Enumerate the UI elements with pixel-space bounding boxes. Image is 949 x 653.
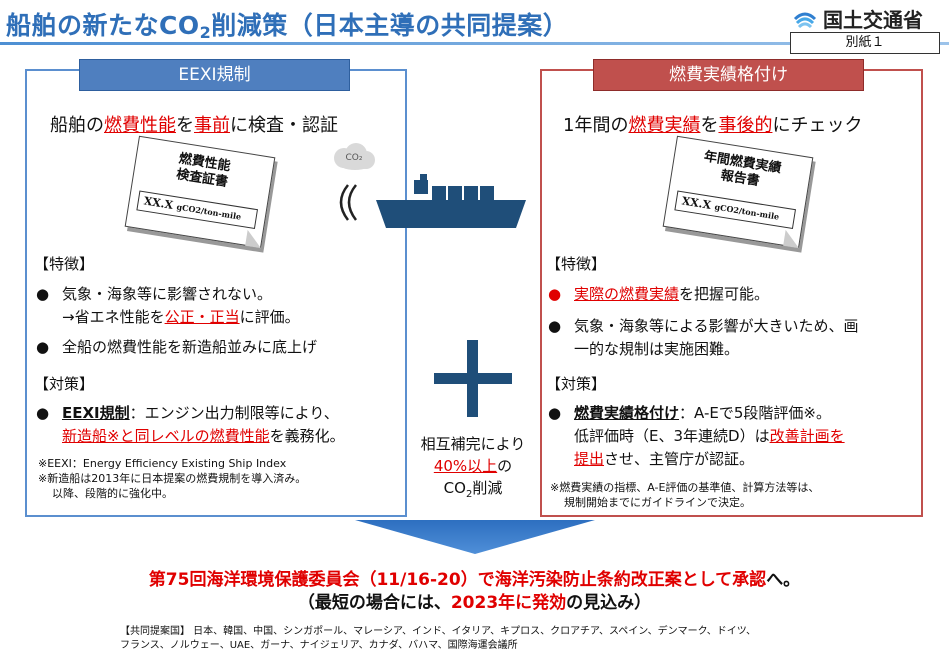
rating-feature-2: ●気象・海象等による影響が大きいため、画 一的な規制は実施困難。 <box>548 317 859 358</box>
ministry-logo: 国土交通省 <box>792 4 923 33</box>
title-underline <box>0 42 949 45</box>
rating-feature-1: ●実際の燃費実績を把握可能。 <box>548 285 770 303</box>
conclusion-line-2: （最短の場合には、2023年に発効の見込み） <box>297 593 652 613</box>
down-arrow-icon <box>355 520 595 554</box>
eexi-tab: EEXI規制 <box>79 59 350 91</box>
eexi-measures-label: 【対策】 <box>34 375 95 393</box>
conclusion-line-1: 第75回海洋環境保護委員会（11/16-20）で海洋汚染防止条約改正案として承認… <box>148 570 801 590</box>
eexi-features-label: 【特徴】 <box>34 255 95 273</box>
co2-cloud-icon <box>334 143 375 170</box>
emission-waves-icon <box>339 184 358 221</box>
combined-effect-text: 相互補完により 40%以上の CO2削減 <box>420 435 526 500</box>
co2-bubble-label: CO₂ <box>345 153 363 163</box>
rating-tab: 燃費実績格付け <box>593 59 864 91</box>
plus-icon-vertical <box>467 340 478 417</box>
rating-measures-label: 【対策】 <box>546 375 607 393</box>
rating-headline: 1年間の燃費実績を事後的にチェック <box>563 115 863 136</box>
page-title: 船舶の新たなCO2削減策（日本主導の共同提案） <box>6 11 569 42</box>
co-proposers-line-1: 【共同提案国】 日本、韓国、中国、シンガポール、マレーシア、インド、イタリア、キ… <box>120 626 756 637</box>
rating-note: ※燃費実績の指標、A-E評価の基準値、計算方法等は、 規制開始までにガイドライン… <box>550 481 820 509</box>
rating-features-label: 【特徴】 <box>546 255 607 273</box>
certificate-value: XX.X gCO2/ton-mile <box>136 190 259 230</box>
attachment-label: 別紙１ <box>790 32 940 54</box>
mlit-logo-icon <box>793 12 817 28</box>
ministry-name: 国土交通省 <box>823 8 923 32</box>
eexi-feature-1: ●気象・海象等に影響されない。 →省エネ性能を公正・正当に評価。 <box>36 285 300 326</box>
rating-measure: ●燃費実績格付け：A-Eで5段階評価※。 低評価時（E、3年連続D）は改善計画を… <box>548 404 845 468</box>
report-value: XX.X gCO2/ton-mile <box>674 190 797 230</box>
eexi-measure: ●EEXI規制：エンジン出力制限等により、 新造船※と同レベルの燃費性能を義務化… <box>36 404 345 445</box>
ship-illustration <box>334 143 526 228</box>
co-proposers-line-2: フランス、ノルウェー、UAE、ガーナ、ナイジェリア、カナダ、バハマ、国際海運会議… <box>120 640 518 651</box>
eexi-note: ※EEXI：Energy Efficiency Existing Ship In… <box>38 457 307 500</box>
ship-icon <box>376 174 526 228</box>
eexi-panel <box>25 69 407 517</box>
report-title: 年間燃費実績報告書 <box>702 149 783 190</box>
eexi-headline: 船舶の燃費性能を事前に検査・認証 <box>50 115 338 136</box>
certificate-title: 燃費性能検査証書 <box>175 151 232 191</box>
eexi-feature-2: ●全船の燃費性能を新造船並みに底上げ <box>36 338 318 356</box>
